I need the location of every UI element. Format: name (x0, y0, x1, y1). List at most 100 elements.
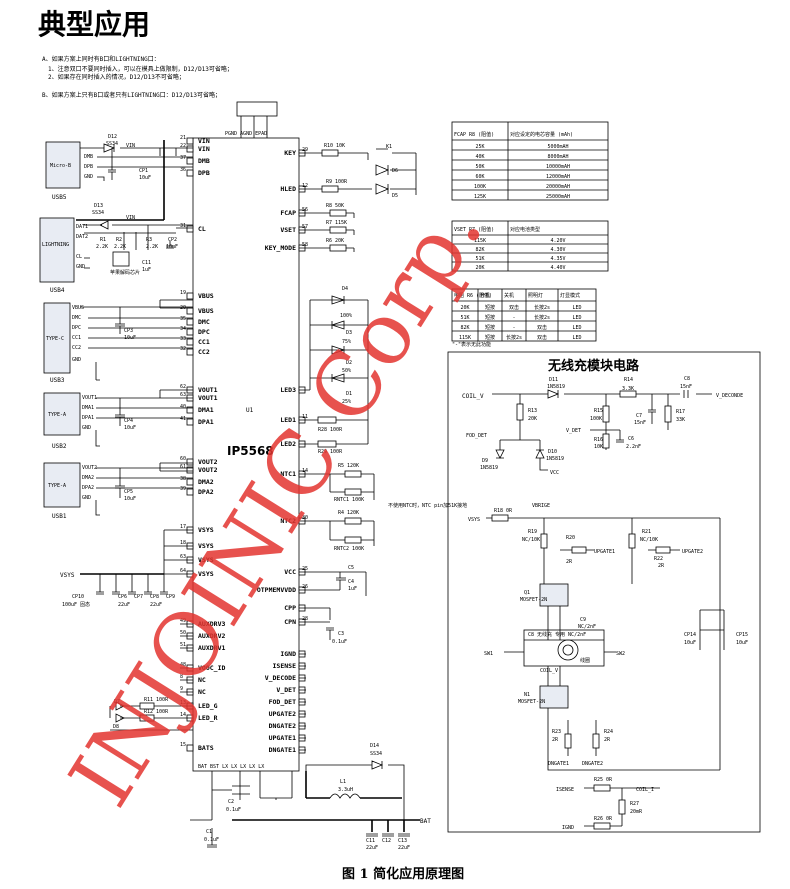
net-label: VCC (550, 470, 559, 476)
coil-icon (557, 639, 579, 661)
usb5-label: USB5 (52, 194, 67, 201)
pin-name: NC (198, 688, 206, 696)
part-label: CP5 (124, 489, 133, 495)
wireless-title: 无线充模块电路 (547, 358, 640, 374)
part-labels-left: D12 SS34 Micro-B VIN CP1 10uF D13 SS34 V… (60, 134, 431, 851)
part-label: R1 (100, 237, 106, 243)
pin-marker (186, 466, 194, 474)
pin-name: VSET (280, 226, 296, 234)
pin-number: 60 (180, 456, 186, 462)
part-label: D3 (346, 330, 352, 336)
pin-name: CC1 (198, 338, 210, 346)
part-label: 1uF (348, 586, 357, 592)
table-cell: 短按 (485, 314, 495, 321)
net-label: FOD_DET (466, 433, 487, 439)
table-cell: 4.20V (550, 238, 565, 244)
pin-name: VSYS (198, 556, 214, 564)
table-cell: 5000mAH (547, 144, 568, 150)
usb2-label: USB2 (52, 443, 67, 450)
part-label: R3 (146, 237, 152, 243)
part-label: R16 (594, 437, 603, 443)
part-label: R9 100R (326, 179, 348, 185)
net-vin: VIN (126, 143, 135, 149)
part-label: C8 (684, 376, 690, 382)
pin-marker (186, 225, 194, 233)
part-label: R19 (528, 529, 537, 535)
pin-name: VOUT2 (198, 466, 218, 474)
part-label: 2.2K (146, 244, 158, 250)
part-label: CP10 (72, 594, 84, 600)
pin-number: 14 (180, 712, 186, 718)
pin-number: 14 (302, 468, 308, 474)
part-label: R6 20K (326, 238, 344, 244)
part-label: CP3 (124, 328, 133, 334)
pin-name: LED_R (198, 714, 218, 722)
pin-number: 39 (180, 486, 186, 492)
table-cell: 8000mAH (547, 154, 568, 160)
pin-name: DMB (198, 157, 210, 165)
pin-number: 64 (180, 568, 186, 574)
table-cell: 长按2s (534, 304, 550, 311)
pin-number: 32 (180, 346, 186, 352)
part-label: R25 0R (594, 777, 613, 783)
usb1-pin: GND (82, 495, 91, 501)
part-label: 33K (676, 417, 685, 423)
pin-marker (186, 406, 194, 414)
pin-name: VSYS (198, 526, 214, 534)
table-header: 灯显模式 (560, 292, 580, 299)
part-label: RNTC2 100K (334, 546, 364, 552)
part-label: 1N5819 (480, 465, 498, 471)
pin-marker (186, 292, 194, 300)
part-label: 22uF (150, 602, 162, 608)
part-label: 线圈 (580, 657, 590, 664)
usb2-pin: VOUT1 (82, 395, 97, 401)
part-label: D10 (548, 449, 557, 455)
pin-number: 8 (180, 674, 183, 680)
part-label: SS34 (370, 751, 382, 757)
part-label: 10uF (124, 425, 136, 431)
pin-number: 17 (180, 524, 186, 530)
usb1-pin: VOUT2 (82, 465, 97, 471)
table-cell: 40K (475, 154, 484, 160)
pin-name: NTC2 (280, 517, 296, 525)
figure-caption: 图 1 简化应用原理图 (342, 866, 464, 882)
pin-marker (186, 338, 194, 346)
part-label: R14 (624, 377, 633, 383)
usb1-label: USB1 (52, 513, 67, 520)
part-label: CP4 (124, 418, 133, 424)
net-bat: BAT (420, 818, 431, 825)
table-cell: 双击 (537, 324, 547, 331)
part-label: C13 (398, 838, 407, 844)
pin-name: NC (198, 676, 206, 684)
part-label: C5 (348, 565, 354, 571)
pin-number: 28 (302, 616, 308, 622)
part-label: 1N5819 (546, 456, 564, 462)
part-label: NC/2nF (578, 624, 596, 630)
table-cell: 短按 (485, 304, 495, 311)
part-label: D5 (392, 193, 398, 199)
table-header: 对应设定的电芯容量 (mAh) (510, 131, 573, 138)
pin-number: 25 (302, 566, 308, 572)
d10-diode (535, 440, 548, 471)
pin-name: HLED (280, 185, 296, 193)
part-label: C9 (580, 617, 586, 623)
pin-number: 51 (180, 642, 186, 648)
table-cell: 115K (459, 335, 471, 341)
table-header: 电阻 R6 (阻值) (454, 292, 492, 299)
table-cell: - (512, 315, 515, 321)
usb5-pin: DPB (84, 164, 93, 170)
part-label: R7 115K (326, 220, 347, 226)
part-label: 22uF (118, 602, 130, 608)
part-label: CP7 (134, 594, 143, 600)
part-label: Q1 (524, 590, 530, 596)
net-label: COIL_V (540, 668, 558, 674)
usb5-port: Micro-B USB5 DMB DPB GND (45, 141, 93, 201)
table-cell: LED (572, 325, 581, 331)
n1-mosfet (539, 685, 569, 709)
part-label: R11 100R (144, 697, 169, 703)
pin-name: DNGATE2 (269, 722, 296, 730)
part-label: R24 (604, 729, 613, 735)
part-label: 22uF (398, 845, 410, 851)
pin-marker (186, 348, 194, 356)
